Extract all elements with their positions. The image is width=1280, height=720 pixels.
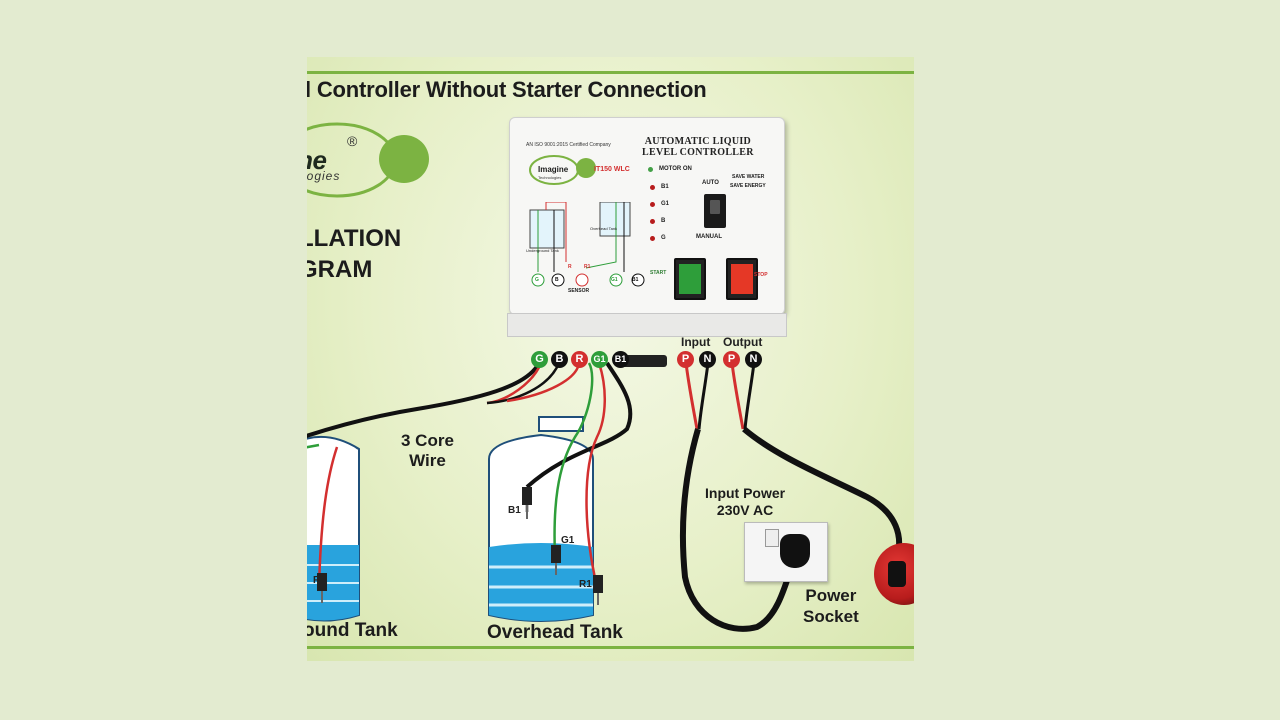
- auto-label: AUTO: [702, 180, 719, 186]
- model-number: IT150 WLC: [594, 166, 630, 173]
- panel-term-g: G: [535, 277, 539, 283]
- terminal-input-n: N: [699, 351, 716, 368]
- installation-diagram: el Controller Without Starter Connection…: [307, 57, 914, 661]
- motor-on-led-icon: [648, 166, 653, 172]
- panel-sensor-label: SENSOR: [568, 288, 590, 294]
- g-led-icon: [650, 235, 655, 241]
- probe-r-label: R: [313, 575, 321, 586]
- probe-g1-label: G1: [561, 535, 575, 546]
- brand-logo-icon: [307, 122, 429, 198]
- terminal-g: G: [531, 351, 548, 368]
- wire-label-line1: 3 Core: [401, 431, 454, 450]
- section-heading-line1: LLATION: [307, 225, 402, 252]
- brand-logo-subtext: logies: [307, 169, 341, 183]
- socket-switch-icon: [765, 529, 779, 547]
- terminal-input-p: P: [677, 351, 694, 368]
- controller-brand: Imagine: [538, 165, 569, 174]
- b1-led-icon: [650, 184, 655, 190]
- input-power-line2: 230V AC: [716, 502, 774, 518]
- auto-manual-switch[interactable]: [704, 194, 726, 228]
- b-led-icon: [650, 218, 655, 224]
- terminal-r: R: [571, 351, 588, 368]
- panel-term-g1: G1: [611, 277, 618, 283]
- slogan-save-energy: SAVE ENERGY: [730, 183, 766, 189]
- input-power-line1: Input Power: [705, 485, 786, 501]
- brand-logo-text: gine: [307, 145, 327, 175]
- terminal-output-n: N: [745, 351, 762, 368]
- wire-label-line2: Wire: [409, 451, 446, 470]
- slogan-save-water: SAVE WATER: [732, 174, 765, 180]
- wire-label: 3 Core Wire: [401, 431, 454, 471]
- indicator-b: B: [650, 218, 665, 224]
- underground-tank-label: ound Tank: [307, 620, 398, 641]
- manual-label: MANUAL: [696, 234, 722, 240]
- start-label: START: [650, 270, 667, 276]
- bottom-divider: [307, 646, 914, 649]
- indicator-g1: G1: [650, 201, 669, 207]
- output-label: Output: [723, 335, 763, 349]
- motor-icon: [874, 543, 914, 605]
- diagram-title: el Controller Without Starter Connection: [307, 77, 707, 102]
- overhead-tank-label: Overhead Tank: [487, 622, 623, 643]
- section-heading: LLATION GRAM: [307, 223, 401, 285]
- indicator-label: MOTOR ON: [659, 166, 692, 172]
- indicator-g: G: [650, 235, 666, 241]
- controller-title-line2: LEVEL CONTROLLER: [642, 147, 754, 158]
- panel-wiring-diagram-icon: [529, 202, 645, 287]
- probe-r1-label: R1: [579, 579, 592, 590]
- panel-ug-tank-label: Underground Tank: [526, 248, 559, 253]
- start-button[interactable]: [674, 258, 706, 300]
- stop-label: STOP: [754, 272, 768, 278]
- power-socket-line1: Power: [805, 586, 857, 605]
- input-power-label: Input Power 230V AC: [705, 485, 785, 519]
- indicator-label: B: [661, 218, 666, 224]
- indicator-label: G1: [661, 201, 670, 207]
- probe-b1-label: B1: [508, 505, 521, 516]
- power-socket-line2: Socket: [803, 607, 859, 626]
- stop-button[interactable]: [726, 258, 758, 300]
- section-heading-line2: GRAM: [307, 256, 373, 283]
- terminal-b: B: [551, 351, 568, 368]
- input-label: Input: [681, 335, 711, 349]
- power-socket-label: Power Socket: [803, 585, 859, 627]
- controller-title-line1: AUTOMATIC LIQUID: [644, 136, 752, 147]
- controller-logo-icon: [529, 155, 596, 185]
- panel-term-r1: R1: [584, 264, 591, 270]
- terminal-output-p: P: [723, 351, 740, 368]
- iso-certification: AN ISO 9001:2015 Certified Company: [526, 142, 611, 148]
- registered-mark: ®: [347, 133, 358, 149]
- indicator-label: B1: [661, 184, 669, 190]
- indicator-b1: B1: [650, 184, 669, 190]
- controller-title: AUTOMATIC LIQUID LEVEL CONTROLLER: [642, 136, 754, 158]
- wiring-illustration: [307, 361, 903, 632]
- controller-brand-sub: Technologies: [538, 175, 562, 180]
- terminal-b1: B1: [612, 351, 629, 368]
- terminal-strip: [507, 313, 787, 337]
- g1-led-icon: [650, 201, 655, 207]
- panel-term-b: B: [555, 277, 559, 283]
- top-divider: [307, 71, 914, 74]
- panel-term-r: R: [568, 264, 572, 270]
- liquid-level-controller: AN ISO 9001:2015 Certified Company AUTOM…: [509, 117, 785, 315]
- power-plug-icon: [780, 534, 810, 568]
- indicator-label: G: [661, 235, 666, 241]
- panel-oh-tank-label: Overhead Tank: [590, 226, 618, 231]
- terminal-g1: G1: [591, 351, 608, 368]
- indicator-motor-on: MOTOR ON: [648, 166, 692, 172]
- panel-term-b1: B1: [632, 277, 639, 283]
